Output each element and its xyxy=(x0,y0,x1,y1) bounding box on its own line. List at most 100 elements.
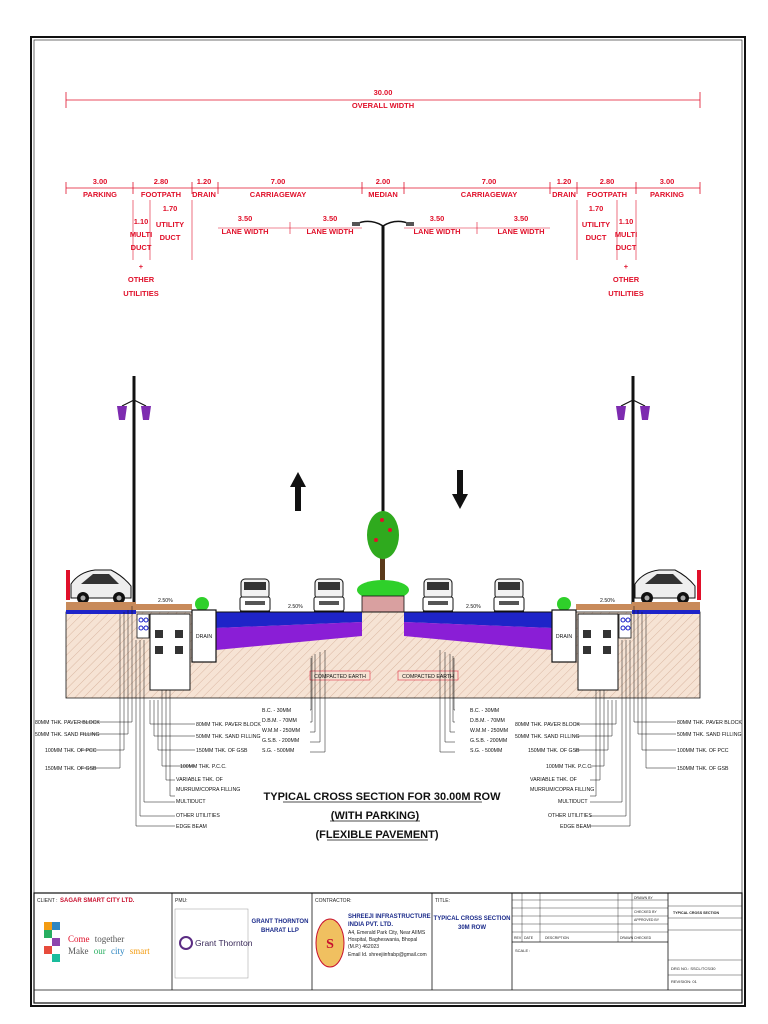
left-parking-bollard xyxy=(66,570,70,600)
slogan-city: city xyxy=(111,946,125,956)
left-layer-2: W.M.M - 250MM xyxy=(262,728,300,734)
left-other-utilities-line1: OTHER xyxy=(128,275,155,284)
dim-right-drain-value: 1.20 xyxy=(557,177,572,186)
lane-2-label: LANE WIDTH xyxy=(306,227,353,236)
left-drain: DRAIN xyxy=(191,609,217,663)
left-layer-1: D.B.M. - 70MM xyxy=(262,718,297,724)
left-parked-car xyxy=(70,569,132,605)
approved-by: APPROVED BY xyxy=(634,918,660,922)
checked-by: CHECKED BY xyxy=(634,910,657,914)
grant-thornton-logo-text: Grant Thornton xyxy=(195,938,253,948)
slogan-come: Come xyxy=(68,934,90,944)
dim-right-parking-label: PARKING xyxy=(650,190,684,199)
left-multi-duct-line1: MULTI xyxy=(130,230,152,239)
right-carriageway-base xyxy=(404,612,552,628)
scale-label: SCALE : xyxy=(515,948,530,953)
left-carriageway-base xyxy=(216,612,362,628)
left-other-utilities-line2: UTILITIES xyxy=(123,289,158,298)
lane-1-value: 3.50 xyxy=(238,214,253,223)
compacted-earth-label-left: COMPACTED EARTH xyxy=(314,674,366,680)
revision-header: REV DATE DESCRIPTION DRAWN CHECKED xyxy=(514,936,652,940)
right-inner-label-0: 80MM THK. PAVER BLOCK xyxy=(515,722,580,728)
overall-value: 30.00 xyxy=(374,88,393,97)
right-multiduct xyxy=(618,613,632,639)
slogan-our: our xyxy=(94,946,106,956)
dim-left-carriageway-label: CARRIAGEWAY xyxy=(250,190,306,199)
dim-left-parking-label: PARKING xyxy=(83,190,117,199)
right-inner-labels: 80MM THK. PAVER BLOCK 50MM THK. SAND FIL… xyxy=(515,722,594,830)
client-name: SAGAR SMART CITY LTD. xyxy=(60,898,135,904)
left-multiduct xyxy=(136,613,150,639)
right-utility-duct-value: 1.70 xyxy=(589,204,604,213)
left-road-slope: 2.50% xyxy=(288,604,303,610)
right-inner-label-3: 100MM THK. P.C.C. xyxy=(546,764,593,770)
dim-right-parking-value: 3.00 xyxy=(660,177,675,186)
right-multi-duct-line1: MULTI xyxy=(615,230,637,239)
dim-left-drain-label: DRAIN xyxy=(192,190,216,199)
lane-1-label: LANE WIDTH xyxy=(221,227,268,236)
left-inner-label-4: VARIABLE THK. OF xyxy=(176,777,223,783)
left-utility-duct-line2: DUCT xyxy=(160,233,181,242)
left-carriageway-purple xyxy=(216,622,362,650)
left-outer-label-1: 50MM THK. SAND FILLING xyxy=(35,732,99,738)
title-label: TITLE: xyxy=(435,898,450,904)
left-utility-duct xyxy=(149,613,191,691)
slogan-smart: smart xyxy=(130,946,150,956)
left-plus: + xyxy=(139,262,144,271)
dim-left-footpath-value: 2.80 xyxy=(154,177,169,186)
median-tree xyxy=(357,511,409,600)
gt-name-1: GRANT THORNTON xyxy=(252,919,309,925)
lane-2-value: 3.50 xyxy=(323,214,338,223)
left-shrub xyxy=(195,597,209,611)
right-other-utilities-line1: OTHER xyxy=(613,275,640,284)
overall-dimension: 30.00 OVERALL WIDTH xyxy=(65,88,701,110)
drawn-by: DRAWN BY xyxy=(634,896,653,900)
left-lamp-post xyxy=(116,375,152,605)
compacted-earth-tag-right xyxy=(397,670,459,681)
right-layer-4: S.G. - 500MM xyxy=(470,748,502,754)
dim-left-drain-value: 1.20 xyxy=(197,177,212,186)
contractor-addr-1: A4, Emerald Park City, Near AIIMS xyxy=(348,930,426,936)
rev-hdr-0: REV xyxy=(514,936,522,940)
right-pavement-labels: B.C. - 30MM D.B.M. - 70MM W.M.M - 250MM … xyxy=(470,708,508,754)
contractor-name-2: INDIA PVT. LTD. xyxy=(348,922,393,928)
drawing-title-line2: (WITH PARKING) xyxy=(331,810,420,822)
right-inner-label-2: 150MM THK. OF GSB xyxy=(528,748,580,754)
lane-dims xyxy=(218,222,550,234)
car-lane-2 xyxy=(313,578,345,618)
left-outer-leaders xyxy=(80,606,195,827)
svg-text:Make our city smar: Make our city smart xyxy=(68,946,150,956)
drawing-title-line1: TYPICAL CROSS SECTION FOR 30.00M ROW xyxy=(264,791,502,803)
left-inner-labels: 80MM THK. PAVER BLOCK 50MM THK. SAND FIL… xyxy=(176,722,261,830)
lane-3-value: 3.50 xyxy=(430,214,445,223)
right-outer-leaders xyxy=(575,606,676,827)
left-inner-label-6: MULTIDUCT xyxy=(176,799,206,805)
left-pavement-labels: B.C. - 30MM D.B.M. - 70MM W.M.M - 250MM … xyxy=(262,708,300,754)
svg-text:Come together: Come together xyxy=(68,934,124,944)
left-footpath-slope: 2.50% xyxy=(158,598,173,604)
down-arrow-icon xyxy=(452,470,468,509)
median-light-pole xyxy=(352,220,414,586)
right-outer-labels: 80MM THK. PAVER BLOCK 50MM THK. SAND FIL… xyxy=(677,720,742,772)
right-utility-duct-line1: UTILITY xyxy=(582,220,610,229)
contractor-addr-3: (M.P.) 462023 xyxy=(348,944,379,950)
right-multi-duct-value: 1.10 xyxy=(619,217,634,226)
lane-4-label: LANE WIDTH xyxy=(497,227,544,236)
shreeji-logo: S xyxy=(315,918,345,968)
right-inner-label-7: OTHER UTILITIES xyxy=(548,813,592,819)
compacted-earth-label-right: COMPACTED EARTH xyxy=(402,674,454,680)
lane-4-value: 3.50 xyxy=(514,214,529,223)
drawing-title-line3: (FLEXIBLE PAVEMENT) xyxy=(315,829,438,841)
outer-border xyxy=(30,36,746,1007)
right-inner-label-4: VARIABLE THK. OF xyxy=(530,777,577,783)
right-multi-duct-line2: DUCT xyxy=(616,243,637,252)
left-inner-label-7: OTHER UTILITIES xyxy=(176,813,220,819)
left-utility-duct-value: 1.70 xyxy=(163,204,178,213)
left-inner-label-0: 80MM THK. PAVER BLOCK xyxy=(196,722,261,728)
title-block xyxy=(33,892,743,1004)
dim-right-footpath-label: FOOTPATH xyxy=(587,190,627,199)
left-inner-label-1: 50MM THK. SAND FILLING xyxy=(196,734,260,740)
left-parking-base xyxy=(66,610,136,614)
right-layer-0: B.C. - 30MM xyxy=(470,708,499,714)
grant-thornton-logo-icon xyxy=(179,936,193,950)
